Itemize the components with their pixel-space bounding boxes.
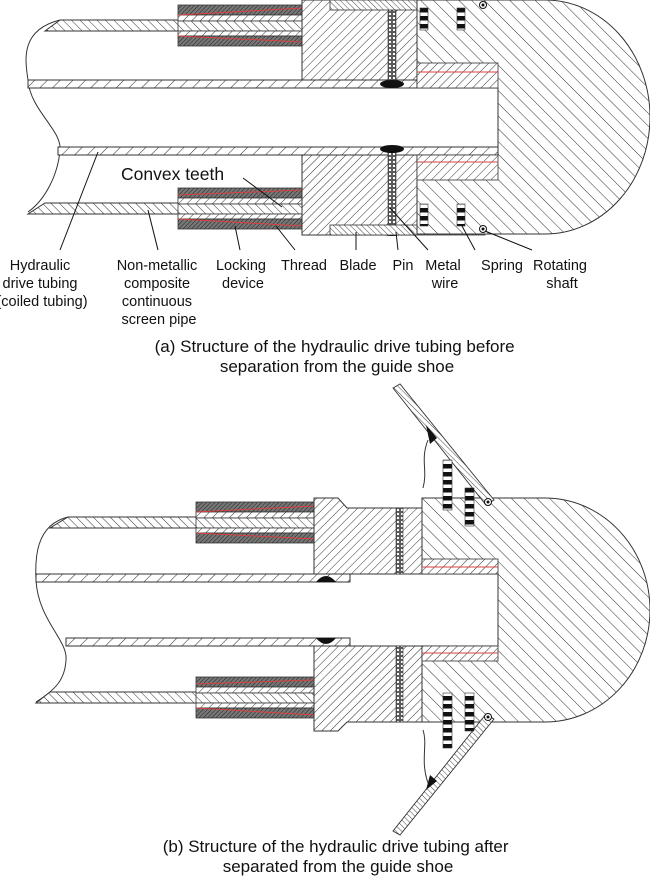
label-pin: Pin <box>393 258 414 274</box>
coiled-tubing-top-wall <box>35 573 351 583</box>
guide-shoe <box>421 497 650 723</box>
rotating-shaft-center <box>481 3 485 7</box>
screen-pipe-break-line <box>25 19 61 213</box>
pin-top <box>316 576 336 582</box>
figure-a: Convex teeth Hydraulic drive tubing (coi… <box>0 0 650 376</box>
spring-icon <box>419 203 429 227</box>
screen-pipe-break-line <box>35 516 69 703</box>
blade-top-open <box>392 383 495 527</box>
connector-body-top <box>301 0 418 81</box>
label-screen-pipe: Non-metallic composite continuous screen… <box>117 258 202 328</box>
label-thread: Thread <box>281 258 327 274</box>
label-rotating-shaft: Rotating shaft <box>533 258 591 292</box>
spring-icon <box>456 7 466 31</box>
convex-teeth-label: Convex teeth <box>121 164 224 184</box>
locking-device-bottom <box>177 187 304 230</box>
caption-b: (b) Structure of the hydraulic drive tub… <box>163 837 514 876</box>
locking-device-top <box>195 501 315 544</box>
spring-icon <box>442 459 453 511</box>
part-labels: Hydraulic drive tubing (coiled tubing) N… <box>0 258 591 328</box>
spring-icon <box>464 692 475 732</box>
leader-lines <box>59 151 533 251</box>
spring-icon <box>456 203 466 227</box>
metal-wire-top <box>395 507 404 575</box>
label-spring: Spring <box>481 258 523 274</box>
connector-body-bottom <box>313 645 423 732</box>
coiled-tubing-bottom-wall <box>57 146 499 156</box>
pin-bottom <box>316 638 336 644</box>
locking-device-bottom <box>195 676 315 719</box>
figure-b: (b) Structure of the hydraulic drive tub… <box>34 383 650 876</box>
metal-wire-bottom <box>395 645 404 723</box>
pin-bottom-1 <box>380 145 404 153</box>
spring-icon <box>464 487 475 527</box>
label-blade: Blade <box>339 258 376 274</box>
label-locking-device: Locking device <box>216 258 270 292</box>
guide-shoe-sleeve-top <box>416 62 499 89</box>
connector-body-bottom <box>301 154 418 236</box>
label-hydraulic-drive-tubing: Hydraulic drive tubing (coiled tubing) <box>0 258 88 310</box>
blade-bottom-open <box>392 692 495 836</box>
rotating-shaft-center <box>481 227 485 231</box>
locking-device-top <box>177 4 304 47</box>
coiled-tubing-bottom-wall <box>65 637 351 647</box>
spring-icon <box>419 7 429 31</box>
metal-wire-bottom <box>387 149 397 233</box>
guide-shoe <box>416 0 650 235</box>
spring-icon <box>442 692 453 749</box>
pin-top-2 <box>380 80 404 88</box>
metal-wire-top <box>387 1 397 85</box>
label-metal-wire: Metal wire <box>425 258 465 292</box>
guide-shoe-sleeve-bottom <box>416 154 499 181</box>
caption-a: (a) Structure of the hydraulic drive tub… <box>155 337 520 376</box>
connector-body-top <box>313 497 423 575</box>
